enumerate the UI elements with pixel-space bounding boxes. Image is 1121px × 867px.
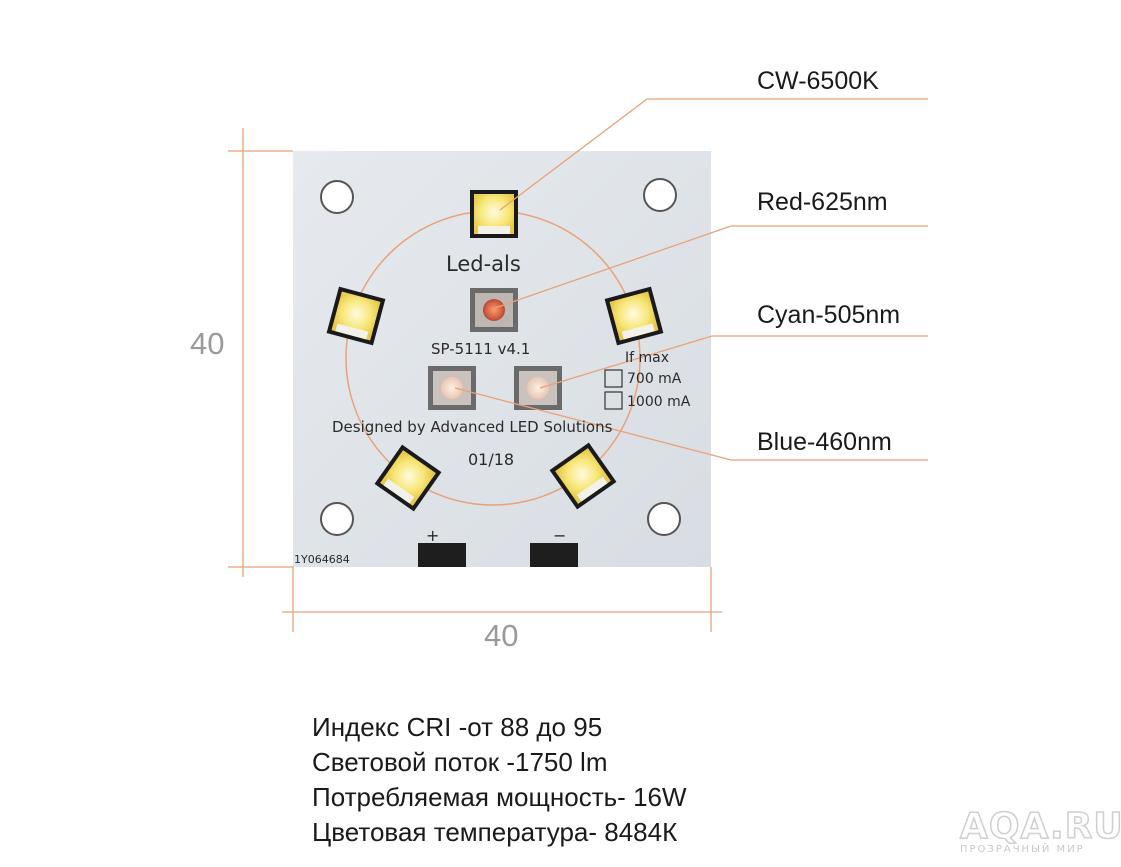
mounting-hole: [320, 180, 354, 214]
dimension-lines: [228, 128, 722, 632]
spec-cri: Индекс CRI -от 88 до 95: [312, 712, 603, 742]
mounting-hole: [643, 178, 677, 212]
blue-led: [428, 366, 476, 410]
watermark-name: AQA.RU: [959, 806, 1121, 847]
pcb-designer: Designed by Advanced LED Solutions: [332, 418, 613, 436]
red-led: [470, 288, 518, 332]
cw-label: CW-6500K: [757, 67, 879, 95]
plus-pad: [418, 543, 466, 567]
pcb-if-1000: 1000 mA: [627, 394, 691, 410]
pcb-minus-sign: −: [553, 526, 567, 545]
width-dim-label: 40: [484, 618, 519, 653]
spec-color-temp: Цветовая температура- 8484К: [312, 817, 678, 847]
red-leader-line: [494, 225, 928, 309]
pcb-model: SP-5111 v4.1: [431, 340, 531, 358]
spec-flux: Световой поток -1750 lm: [312, 747, 608, 777]
blue-leader-line: [454, 387, 928, 461]
spec-power: Потребляемая мощность- 16W: [312, 782, 687, 812]
cw-led: [470, 190, 518, 238]
pcb-date: 01/18: [468, 450, 515, 469]
pcb-serial: 1Y064684: [294, 553, 350, 566]
mounting-hole: [647, 502, 681, 536]
cw-led: [549, 442, 617, 510]
pcb-if-700: 700 mA: [627, 371, 682, 387]
red-label: Red-625nm: [757, 188, 888, 216]
mounting-hole: [320, 502, 354, 536]
pcb-brand: Led-als: [446, 252, 521, 276]
cw-led: [374, 444, 442, 512]
cyan-leader-line: [539, 335, 928, 389]
if-1000-checkbox: [604, 391, 623, 410]
cw-leader-line: [499, 98, 928, 211]
watermark: AQA.RU ПРОЗРАЧНЫЙ МИР: [959, 806, 1121, 855]
minus-pad: [530, 543, 578, 567]
cw-led: [326, 286, 386, 346]
cyan-label: Cyan-505nm: [757, 301, 901, 329]
blue-label: Blue-460nm: [757, 428, 892, 456]
specs-list: Индекс CRI -от 88 до 95 Световой поток -…: [312, 710, 687, 850]
leader-lines: [454, 98, 928, 461]
cyan-led: [514, 366, 562, 410]
if-700-checkbox: [604, 369, 623, 388]
pcb-plus-sign: +: [426, 526, 440, 545]
watermark-tagline: ПРОЗРАЧНЫЙ МИР: [960, 844, 1085, 855]
height-dim-label: 40: [190, 326, 225, 361]
cw-led: [604, 286, 664, 346]
mounting-holes: [320, 178, 681, 536]
pcb-if-max-title: If max: [625, 350, 670, 366]
